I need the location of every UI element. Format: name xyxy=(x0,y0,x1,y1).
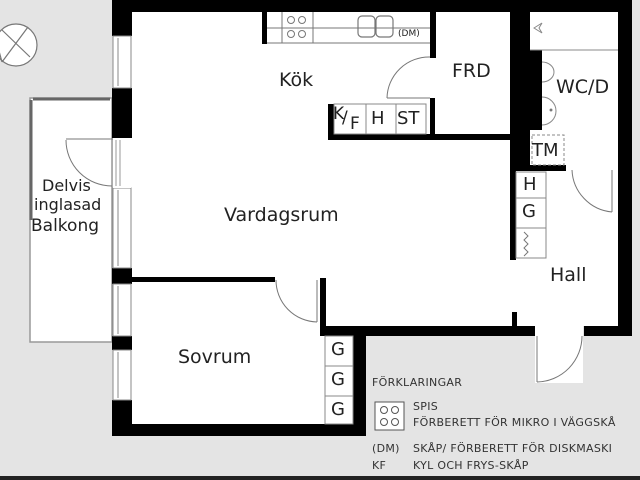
wc-door-swing xyxy=(571,169,613,213)
fixture-st: ST xyxy=(397,108,420,129)
legend-symbol-kf: KF xyxy=(372,459,387,472)
walls xyxy=(112,0,632,436)
fixture-kf-k: K xyxy=(333,104,345,124)
legend-item-spis: SPIS xyxy=(413,400,439,413)
legend-symbol-dm: (DM) xyxy=(372,442,400,455)
balcony-door-swing xyxy=(65,139,113,187)
room-label-sovrum: Sovrum xyxy=(178,346,252,368)
frd-door-swing xyxy=(386,56,431,99)
bottom-edge xyxy=(0,476,640,480)
room-label-vardagsrum: Vardagsrum xyxy=(224,204,339,226)
fixture-kf-slash: / xyxy=(342,108,348,128)
legend-title: FÖRKLARINGAR xyxy=(372,376,463,389)
room-label-balkong-3: Balkong xyxy=(31,216,100,236)
fixture-sovrum-g2: G xyxy=(331,369,345,390)
fixture-dm: (DM) xyxy=(398,29,420,39)
fixture-h: H xyxy=(371,108,385,129)
fixture-sovrum-g1: G xyxy=(331,339,345,360)
fixture-hall-g: G xyxy=(522,201,536,222)
sink-icon xyxy=(357,15,394,38)
bathroom-fixtures xyxy=(530,22,618,166)
kitchen-counter xyxy=(267,12,430,44)
room-label-frd: FRD xyxy=(452,60,491,82)
room-label-balkong-2: inglasad xyxy=(34,195,102,214)
legend-item-diskmaskin: SKÅP/ FÖRBERETT FÖR DISKMASKI xyxy=(413,442,613,455)
stove-icon xyxy=(287,16,306,38)
fixture-hall-h: H xyxy=(523,174,537,195)
room-label-balkong-1: Delvis xyxy=(42,176,91,195)
fixture-sovrum-g3: G xyxy=(331,399,345,420)
legend-item-kf: KYL OCH FRYS-SKÅP xyxy=(413,459,529,472)
room-label-wcd: WC/D xyxy=(556,76,610,98)
compass-icon xyxy=(0,23,38,67)
room-label-hall: Hall xyxy=(550,264,587,286)
entrance-door-swing xyxy=(536,335,583,383)
fixture-kf-f: F xyxy=(350,114,360,134)
legend-stove-icon xyxy=(374,401,405,431)
room-label-kok: Kök xyxy=(279,69,314,91)
sovrum-door-swing xyxy=(275,279,318,323)
legend-item-mikro: FÖRBERETT FÖR MIKRO I VÄGGSKÅ xyxy=(413,416,616,429)
room-label-tm: TM xyxy=(532,140,559,161)
